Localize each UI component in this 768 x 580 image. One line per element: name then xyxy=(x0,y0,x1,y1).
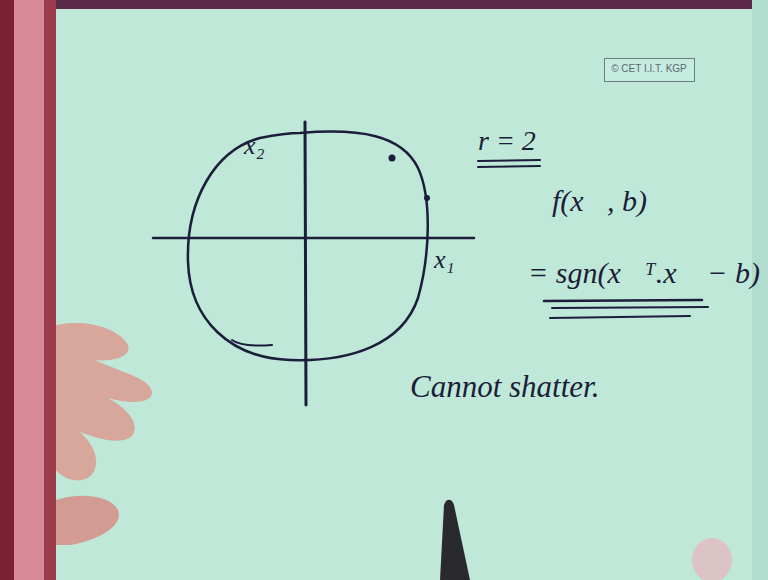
circle xyxy=(188,132,428,361)
handwritten-label: x₂ xyxy=(244,132,265,161)
copyright-box: © CET I.I.T. KGP xyxy=(604,58,695,82)
handwritten-label: f(x⃗, b) xyxy=(552,184,647,217)
left-frame xyxy=(0,0,56,580)
hand-shape xyxy=(56,323,152,480)
circle-stroke xyxy=(232,340,272,345)
right-shade xyxy=(752,0,768,580)
handwritten-label: r = 2 xyxy=(478,126,536,157)
underline xyxy=(478,160,540,161)
handwritten-label: Cannot shatter. xyxy=(410,370,599,404)
top-frame xyxy=(0,0,768,9)
handwritten-label: x₁ xyxy=(434,246,455,275)
underline xyxy=(544,300,702,301)
thumb-shape xyxy=(56,496,119,545)
y-axis xyxy=(305,122,306,405)
underline xyxy=(478,166,540,167)
underline xyxy=(552,307,708,308)
underline xyxy=(550,316,690,318)
x-axis xyxy=(153,237,474,240)
left-frame-dark xyxy=(0,0,14,580)
point xyxy=(424,195,430,201)
point xyxy=(389,155,396,162)
left-frame-edge xyxy=(44,0,56,580)
pen xyxy=(440,500,470,580)
hand xyxy=(56,323,152,545)
glare xyxy=(692,538,732,580)
copyright-text: © CET I.I.T. KGP xyxy=(611,63,687,76)
handwritten-label: = sgn(x⃗ᵀ.x⃗ − b) xyxy=(528,256,760,289)
